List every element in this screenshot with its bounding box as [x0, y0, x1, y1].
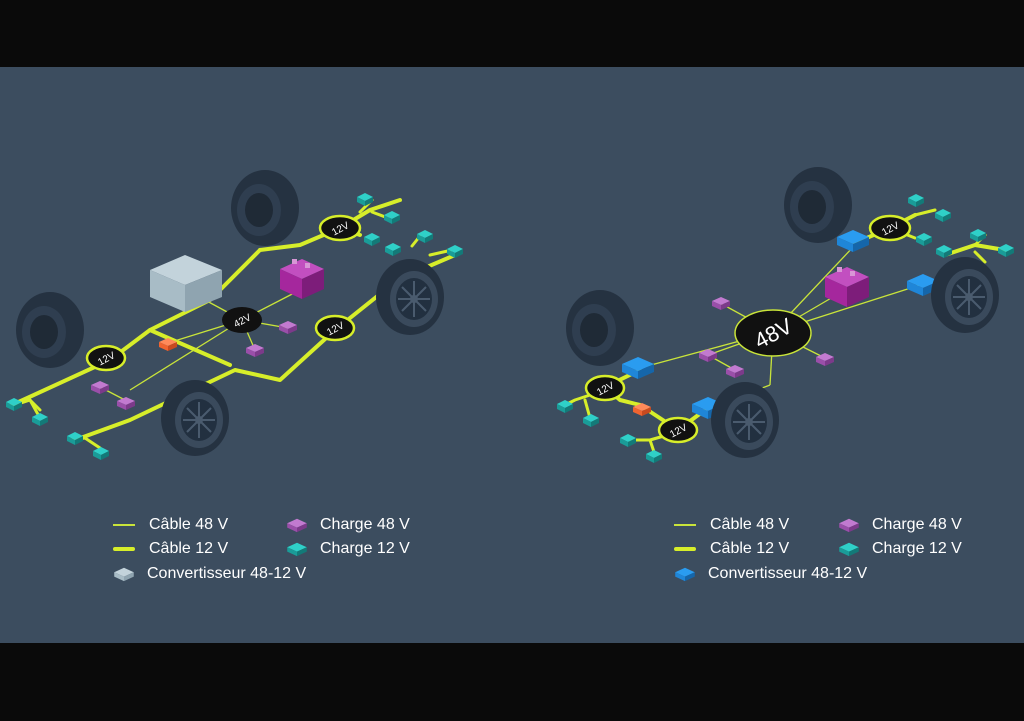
legend-converter: Convertisseur 48-12 V — [113, 564, 306, 584]
battery-icon — [825, 267, 869, 307]
charge-12-icon — [936, 245, 952, 258]
charge-12-swatch-icon — [287, 542, 307, 557]
charge-48-icon — [91, 381, 109, 394]
charge-12-icon — [417, 230, 433, 243]
charge-12-swatch-icon — [839, 542, 859, 557]
converter-swatch-icon — [675, 567, 695, 582]
charge-12-icon — [916, 233, 932, 246]
right-diagram: 12V 48V 12V 12V — [557, 167, 1014, 463]
voltage-node: 12V — [868, 214, 912, 242]
converter-icon — [837, 230, 869, 252]
charge-12-icon — [646, 450, 662, 463]
cable-12-swatch — [113, 547, 135, 551]
charge-12-icon — [385, 243, 401, 256]
voltage-node: 12V — [314, 314, 356, 342]
voltage-node: 12V — [318, 214, 362, 242]
charge-12-icon — [357, 193, 373, 206]
legend-label: Charge 48 V — [320, 516, 410, 533]
left-diagram: 12V 42V 12V 12V — [6, 170, 463, 460]
charge-12-icon — [998, 244, 1014, 257]
legend-label: Câble 48 V — [149, 516, 229, 533]
charge-12-icon — [364, 233, 380, 246]
wheel-icon — [375, 258, 445, 336]
letterbox-top — [0, 0, 1024, 67]
cable-12-swatch — [674, 547, 696, 551]
charge-12-icon — [970, 229, 986, 242]
wheel-icon — [710, 381, 780, 459]
legend-charge-48: Charge 48 V — [286, 515, 410, 535]
voltage-node: 12V — [85, 344, 127, 372]
legend-cable-48: Câble 48 V — [113, 515, 228, 535]
wheel-icon — [566, 290, 634, 366]
charge-48-swatch-icon — [287, 518, 307, 533]
wheel-icon — [231, 170, 299, 246]
legend-converter: Convertisseur 48-12 V — [674, 564, 867, 584]
charge-12-icon — [583, 414, 599, 427]
letterbox-bottom — [0, 643, 1024, 721]
legend-cable-12: Câble 12 V — [674, 539, 789, 559]
charge-48-icon — [712, 297, 730, 310]
legend-cable-12: Câble 12 V — [113, 539, 228, 559]
converter-left — [150, 255, 222, 312]
legend-label: Convertisseur 48-12 V — [708, 565, 868, 582]
legend-cable-48: Câble 48 V — [674, 515, 789, 535]
cable-48-swatch — [113, 524, 135, 526]
wheel-icon — [930, 256, 1000, 334]
charge-48-icon — [246, 344, 264, 357]
voltage-node-main: 48V — [734, 309, 812, 357]
charge-48-icon — [279, 321, 297, 334]
wheel-icon — [160, 379, 230, 457]
voltage-node: 12V — [584, 374, 626, 402]
charge-48-swatch-icon — [839, 518, 859, 533]
charge-12-icon — [384, 211, 400, 224]
charge-12-icon — [32, 413, 48, 426]
battery-icon — [280, 259, 324, 299]
legend-label: Charge 12 V — [872, 540, 962, 557]
converter-swatch-icon — [114, 567, 134, 582]
legend-charge-12: Charge 12 V — [286, 539, 410, 559]
charge-12-icon — [620, 434, 636, 447]
wheel-icon — [16, 292, 84, 368]
legend-charge-12: Charge 12 V — [838, 539, 962, 559]
legend-charge-48: Charge 48 V — [838, 515, 962, 535]
charge-12-icon — [67, 432, 83, 445]
voltage-node: 12V — [657, 416, 699, 444]
wheel-icon — [784, 167, 852, 243]
charge-12-icon — [935, 209, 951, 222]
charge-12-icon — [908, 194, 924, 207]
legend-label: Câble 12 V — [149, 540, 229, 557]
legend-label: Charge 12 V — [320, 540, 410, 557]
voltage-node: 42V — [222, 307, 262, 333]
cable-48-swatch — [674, 524, 696, 526]
legend-label: Câble 12 V — [710, 540, 790, 557]
legend-label: Charge 48 V — [872, 516, 962, 533]
charge-12-icon — [93, 447, 109, 460]
legend-label: Convertisseur 48-12 V — [147, 565, 307, 582]
charge-48-icon — [117, 397, 135, 410]
legend-label: Câble 48 V — [710, 516, 790, 533]
